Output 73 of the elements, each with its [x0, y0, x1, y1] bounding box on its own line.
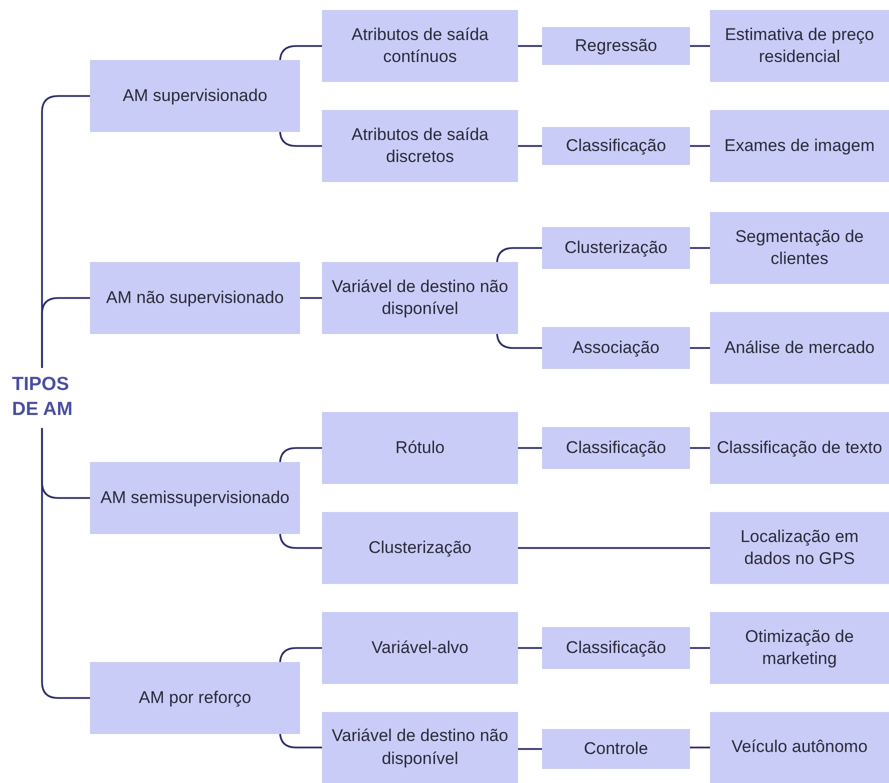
box-text: Rótulo — [395, 436, 445, 459]
category-box — [322, 110, 518, 182]
box-text: Atributos de saída discretos — [350, 124, 490, 168]
category-box — [322, 262, 518, 334]
connector-line — [690, 647, 710, 649]
connector-line — [279, 447, 322, 465]
category-box — [542, 427, 690, 469]
category-box — [710, 712, 889, 783]
connector-line — [690, 347, 710, 349]
box-text: Localização em dados no GPS — [739, 526, 860, 570]
category-box — [542, 627, 690, 669]
connector-line — [518, 748, 542, 750]
category-box — [542, 327, 690, 369]
box-text: Classificação — [566, 134, 666, 157]
connector-line — [300, 297, 322, 299]
category-box — [542, 27, 690, 65]
box-text: Clusterização — [368, 536, 472, 559]
connector-line — [518, 547, 710, 549]
category-box — [322, 412, 518, 484]
box-text: Classificação de texto — [716, 436, 882, 459]
box-text: Regressão — [574, 34, 658, 57]
category-box — [90, 262, 300, 334]
category-box — [710, 212, 889, 284]
category-box — [322, 612, 518, 684]
category-box — [322, 512, 518, 584]
box-text: Segmentação de clientes — [734, 226, 865, 270]
box-text: Associação — [572, 336, 660, 359]
category-box — [710, 10, 889, 82]
connector-line — [690, 45, 710, 47]
category-box — [710, 512, 889, 584]
connector-line — [690, 145, 710, 147]
connector-line — [690, 247, 710, 249]
category-box — [90, 462, 300, 534]
category-box — [542, 227, 690, 269]
connector-line — [279, 647, 322, 665]
connector-line — [518, 45, 542, 47]
category-box — [710, 312, 889, 384]
box-text: Otimização de marketing — [744, 626, 855, 670]
connector-line — [690, 447, 710, 449]
category-box — [322, 712, 518, 783]
box-text: AM não supervisionado — [106, 286, 284, 309]
category-box — [542, 127, 690, 165]
box-text: Variável de destino não disponível — [330, 276, 510, 320]
box-text: AM semissupervisionado — [100, 486, 290, 509]
category-box — [710, 612, 889, 684]
connector-line — [41, 297, 90, 368]
connector-line — [279, 45, 322, 63]
box-text: AM supervisionado — [122, 84, 268, 107]
box-text: Classificação — [566, 436, 666, 459]
category-box — [90, 60, 300, 132]
box-text: AM por reforço — [138, 686, 252, 709]
box-text: Atributos de saída contínuos — [350, 24, 490, 68]
connector-line — [690, 746, 710, 748]
heading-label: TIPOS DE AM — [12, 373, 74, 422]
box-text: Análise de mercado — [724, 336, 875, 359]
connector-line — [518, 447, 542, 449]
box-text: Clusterização — [564, 236, 668, 259]
category-box — [542, 729, 690, 769]
box-text: Classificação — [566, 636, 666, 659]
connector-line — [496, 247, 542, 265]
connector-line — [518, 647, 542, 649]
category-box — [322, 10, 518, 82]
category-box — [710, 110, 889, 182]
box-text: Estimativa de preço residencial — [724, 24, 876, 68]
connector-line — [41, 428, 90, 699]
category-box — [710, 412, 889, 484]
category-box — [90, 662, 300, 734]
box-text: Variável de destino não disponível — [330, 725, 510, 770]
box-text: Exames de imagem — [724, 134, 875, 157]
box-text: Controle — [584, 738, 648, 760]
box-text: Veículo autônomo — [731, 736, 868, 758]
connector-line — [518, 145, 542, 147]
box-text: Variável-alvo — [371, 636, 468, 659]
